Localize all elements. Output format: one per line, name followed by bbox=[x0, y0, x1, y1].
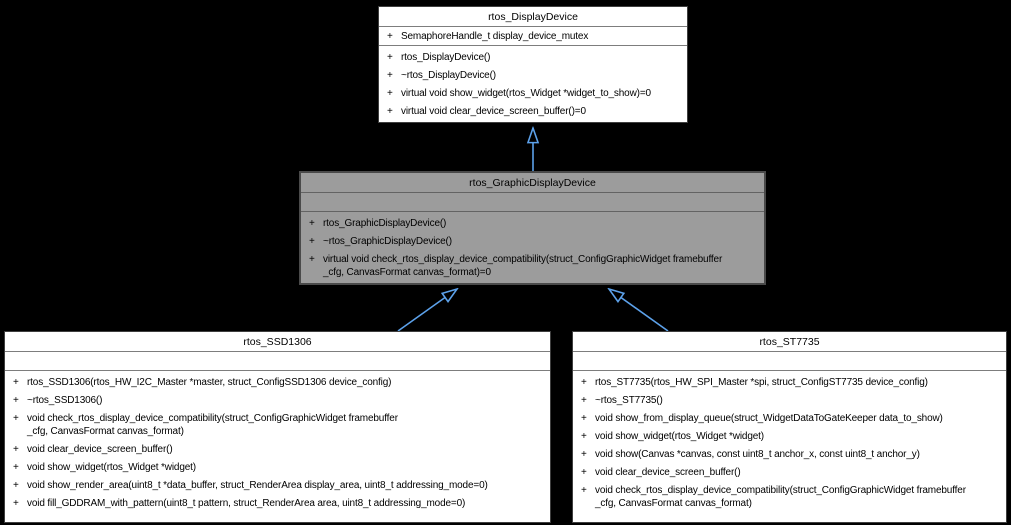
member-signature: void show_widget(rtos_Widget *widget) bbox=[595, 431, 764, 442]
class-member: + void show_widget(rtos_Widget *widget) bbox=[5, 458, 550, 476]
visibility-public: + bbox=[13, 498, 19, 509]
member-signature: rtos_SSD1306(rtos_HW_I2C_Master *master,… bbox=[27, 377, 392, 388]
class-member: + virtual void show_widget(rtos_Widget *w… bbox=[379, 84, 687, 102]
class-attributes bbox=[301, 193, 764, 212]
member-signature: ~rtos_SSD1306() bbox=[27, 395, 103, 406]
visibility-public: + bbox=[13, 377, 19, 388]
member-signature: ~rtos_ST7735() bbox=[595, 395, 663, 406]
member-signature: virtual void show_widget(rtos_Widget *wi… bbox=[401, 88, 651, 99]
class-member: + SemaphoreHandle_t display_device_mutex bbox=[379, 27, 687, 45]
visibility-public: + bbox=[387, 52, 393, 63]
class-member: + void clear_device_screen_buffer() bbox=[573, 463, 1006, 481]
visibility-public: + bbox=[387, 31, 393, 42]
class-member: + void show_from_display_queue(struct_Wid… bbox=[573, 409, 1006, 427]
class-member: + ~rtos_DisplayDevice() bbox=[379, 66, 687, 84]
member-signature: rtos_DisplayDevice() bbox=[401, 52, 491, 63]
member-signature: void show_render_area(uint8_t *data_buff… bbox=[27, 480, 488, 491]
visibility-public: + bbox=[581, 449, 587, 460]
member-signature: void show_widget(rtos_Widget *widget) bbox=[27, 462, 196, 473]
class-title: rtos_DisplayDevice bbox=[379, 7, 687, 27]
member-signature: void show(Canvas *canvas, const uint8_t … bbox=[595, 449, 920, 460]
visibility-public: + bbox=[309, 254, 315, 265]
member-signature: ~rtos_DisplayDevice() bbox=[401, 70, 496, 81]
member-signature: rtos_ST7735(rtos_HW_SPI_Master *spi, str… bbox=[595, 377, 928, 388]
visibility-public: + bbox=[581, 485, 587, 496]
class-box-rtos-st7735[interactable]: rtos_ST7735 + rtos_ST7735(rtos_HW_SPI_Mas… bbox=[572, 331, 1007, 523]
member-signature: void check_rtos_display_device_compatibi… bbox=[595, 485, 966, 509]
class-box-rtos-graphicdisplaydevice[interactable]: rtos_GraphicDisplayDevice + rtos_GraphicD… bbox=[299, 171, 766, 285]
member-signature: void fill_GDDRAM_with_pattern(uint8_t pa… bbox=[27, 498, 466, 509]
class-member: + void check_rtos_display_device_compatib… bbox=[5, 409, 550, 440]
visibility-public: + bbox=[309, 236, 315, 247]
class-title: rtos_SSD1306 bbox=[5, 332, 550, 352]
class-methods: + rtos_GraphicDisplayDevice() + ~rtos_Graph… bbox=[301, 212, 764, 283]
visibility-public: + bbox=[13, 444, 19, 455]
class-methods: + rtos_ST7735(rtos_HW_SPI_Master *spi, st… bbox=[573, 371, 1006, 522]
class-member: + virtual void clear_device_screen_buffer… bbox=[379, 102, 687, 120]
visibility-public: + bbox=[13, 462, 19, 473]
class-member: + ~rtos_ST7735() bbox=[573, 391, 1006, 409]
visibility-public: + bbox=[309, 218, 315, 229]
member-signature: virtual void check_rtos_display_device_c… bbox=[323, 254, 723, 278]
member-signature: rtos_GraphicDisplayDevice() bbox=[323, 218, 447, 229]
class-methods: + rtos_DisplayDevice() + ~rtos_DisplayDevic… bbox=[379, 46, 687, 122]
member-signature: void clear_device_screen_buffer() bbox=[27, 444, 173, 455]
inheritance-arrow-ssd1306-to-graphic bbox=[397, 289, 457, 332]
visibility-public: + bbox=[581, 395, 587, 406]
member-signature: void show_from_display_queue(struct_Widg… bbox=[595, 413, 943, 424]
visibility-public: + bbox=[387, 70, 393, 81]
class-member: + void fill_GDDRAM_with_pattern(uint8_t p… bbox=[5, 494, 550, 512]
class-member: + virtual void check_rtos_display_device_… bbox=[301, 250, 764, 281]
class-methods: + rtos_SSD1306(rtos_HW_I2C_Master *master… bbox=[5, 371, 550, 522]
class-member: + void check_rtos_display_device_compatib… bbox=[573, 481, 1006, 512]
visibility-public: + bbox=[581, 413, 587, 424]
class-attributes: + SemaphoreHandle_t display_device_mutex bbox=[379, 27, 687, 46]
visibility-public: + bbox=[13, 413, 19, 424]
class-box-rtos-displaydevice[interactable]: rtos_DisplayDevice + SemaphoreHandle_t di… bbox=[378, 6, 688, 123]
class-attributes bbox=[573, 352, 1006, 371]
visibility-public: + bbox=[13, 395, 19, 406]
visibility-public: + bbox=[13, 480, 19, 491]
visibility-public: + bbox=[387, 88, 393, 99]
class-member: + void show(Canvas *canvas, const uint8_t… bbox=[573, 445, 1006, 463]
visibility-public: + bbox=[581, 377, 587, 388]
class-member: + void clear_device_screen_buffer() bbox=[5, 440, 550, 458]
class-member: + ~rtos_SSD1306() bbox=[5, 391, 550, 409]
member-signature: virtual void clear_device_screen_buffer(… bbox=[401, 106, 586, 117]
class-member: + void show_render_area(uint8_t *data_buf… bbox=[5, 476, 550, 494]
member-signature: ~rtos_GraphicDisplayDevice() bbox=[323, 236, 452, 247]
class-member: + ~rtos_GraphicDisplayDevice() bbox=[301, 232, 764, 250]
class-title: rtos_ST7735 bbox=[573, 332, 1006, 352]
member-signature: void clear_device_screen_buffer() bbox=[595, 467, 741, 478]
class-title: rtos_GraphicDisplayDevice bbox=[301, 173, 764, 193]
member-signature: void check_rtos_display_device_compatibi… bbox=[27, 413, 398, 437]
inheritance-arrow-st7735-to-graphic bbox=[609, 289, 669, 332]
visibility-public: + bbox=[387, 106, 393, 117]
class-member: + rtos_ST7735(rtos_HW_SPI_Master *spi, st… bbox=[573, 373, 1006, 391]
class-member: + rtos_GraphicDisplayDevice() bbox=[301, 214, 764, 232]
member-signature: SemaphoreHandle_t display_device_mutex bbox=[401, 31, 589, 42]
class-member: + void show_widget(rtos_Widget *widget) bbox=[573, 427, 1006, 445]
visibility-public: + bbox=[581, 431, 587, 442]
class-box-rtos-ssd1306[interactable]: rtos_SSD1306 + rtos_SSD1306(rtos_HW_I2C_M… bbox=[4, 331, 551, 523]
class-member: + rtos_SSD1306(rtos_HW_I2C_Master *master… bbox=[5, 373, 550, 391]
visibility-public: + bbox=[581, 467, 587, 478]
class-member: + rtos_DisplayDevice() bbox=[379, 48, 687, 66]
class-attributes bbox=[5, 352, 550, 371]
